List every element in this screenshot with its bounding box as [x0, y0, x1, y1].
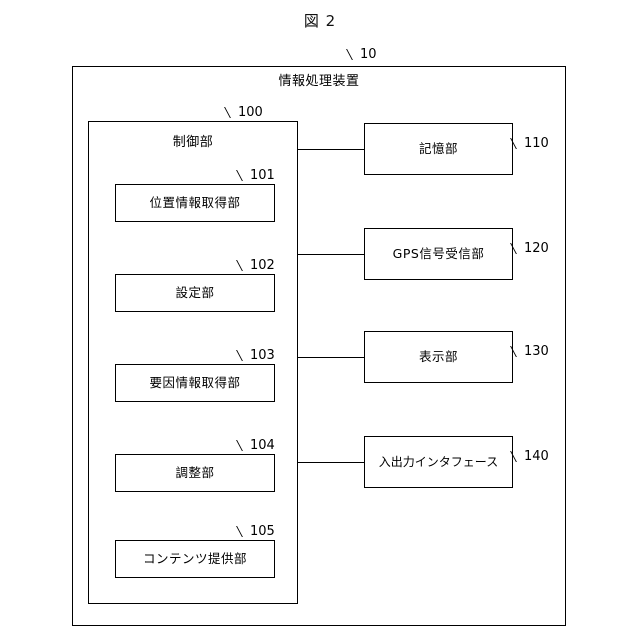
position-information-acquisition-unit-box: 位置情報取得部	[115, 184, 275, 222]
reference-number-102-text: 102	[250, 258, 275, 273]
reference-number-103-text: 103	[250, 348, 275, 363]
reference-number-100-text: 100	[238, 105, 263, 120]
position-information-acquisition-unit-label: 位置情報取得部	[149, 194, 241, 210]
io-interface-label: 入出力インタフェース	[378, 455, 499, 469]
storage-unit-label: 記憶部	[418, 140, 458, 156]
gps-signal-receiver-label: GPS信号受信部	[392, 245, 485, 261]
figure-title: 図 2	[303, 12, 337, 30]
reference-number-110-text: 110	[524, 136, 549, 151]
information-processing-device-label: 情報処理装置	[278, 74, 360, 89]
factor-information-acquisition-unit-label: 要因情報取得部	[149, 374, 241, 390]
gps-signal-receiver-box: GPS信号受信部	[364, 228, 513, 280]
content-provision-unit-label: コンテンツ提供部	[142, 550, 247, 566]
reference-number-104: 104	[236, 438, 275, 453]
adjustment-unit-box: 調整部	[115, 454, 275, 492]
reference-number-104-text: 104	[250, 438, 275, 453]
reference-number-103: 103	[236, 348, 275, 363]
display-unit-box: 表示部	[364, 331, 513, 383]
setting-unit-label: 設定部	[175, 284, 215, 300]
reference-number-120: 120	[510, 241, 549, 256]
reference-number-110: 110	[510, 136, 549, 151]
adjustment-unit-label: 調整部	[175, 464, 215, 480]
setting-unit-box: 設定部	[115, 274, 275, 312]
reference-number-101-text: 101	[250, 168, 275, 183]
reference-number-130: 130	[510, 344, 549, 359]
reference-number-101: 101	[236, 168, 275, 183]
reference-number-130-text: 130	[524, 344, 549, 359]
reference-number-105: 105	[236, 524, 275, 539]
storage-unit-box: 記憶部	[364, 123, 513, 175]
reference-number-10: 10	[346, 47, 377, 62]
connector-control-to-storage	[297, 149, 364, 150]
reference-number-10-text: 10	[360, 47, 377, 62]
factor-information-acquisition-unit-box: 要因情報取得部	[115, 364, 275, 402]
reference-number-100: 100	[224, 105, 263, 120]
reference-number-140: 140	[510, 449, 549, 464]
content-provision-unit-box: コンテンツ提供部	[115, 540, 275, 578]
reference-number-140-text: 140	[524, 449, 549, 464]
reference-number-105-text: 105	[250, 524, 275, 539]
reference-number-102: 102	[236, 258, 275, 273]
control-unit-label: 制御部	[172, 135, 214, 150]
display-unit-label: 表示部	[418, 348, 458, 364]
connector-control-to-io-interface	[297, 462, 364, 463]
io-interface-box: 入出力インタフェース	[364, 436, 513, 488]
reference-number-120-text: 120	[524, 241, 549, 256]
connector-control-to-gps-receiver	[297, 254, 364, 255]
connector-control-to-display	[297, 357, 364, 358]
